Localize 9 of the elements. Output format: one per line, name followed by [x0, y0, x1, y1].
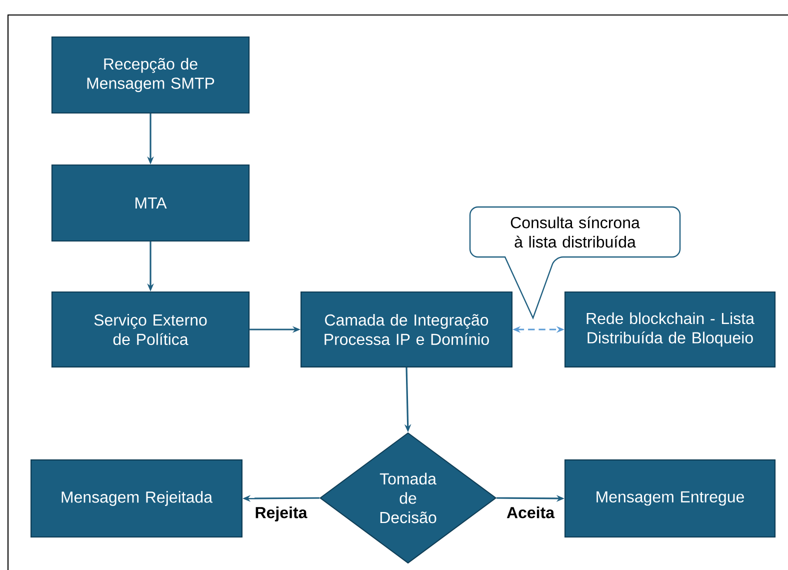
process-box: Camada de Integração Processa IP e Domínio — [300, 292, 512, 368]
process-box: MTA — [51, 164, 250, 242]
process-box: Recepção de Mensagem SMTP — [51, 36, 250, 114]
process-box: Serviço Externo de Política — [51, 292, 250, 368]
edge-label: Rejeita — [253, 505, 309, 523]
process-box: Mensagem Rejeitada — [30, 459, 242, 538]
process-box: Rede blockchain - Lista Distribuída de Bloqueio — [564, 292, 776, 368]
process-box: Mensagem Entregue — [564, 459, 776, 538]
edge-label: Aceita — [505, 505, 556, 520]
